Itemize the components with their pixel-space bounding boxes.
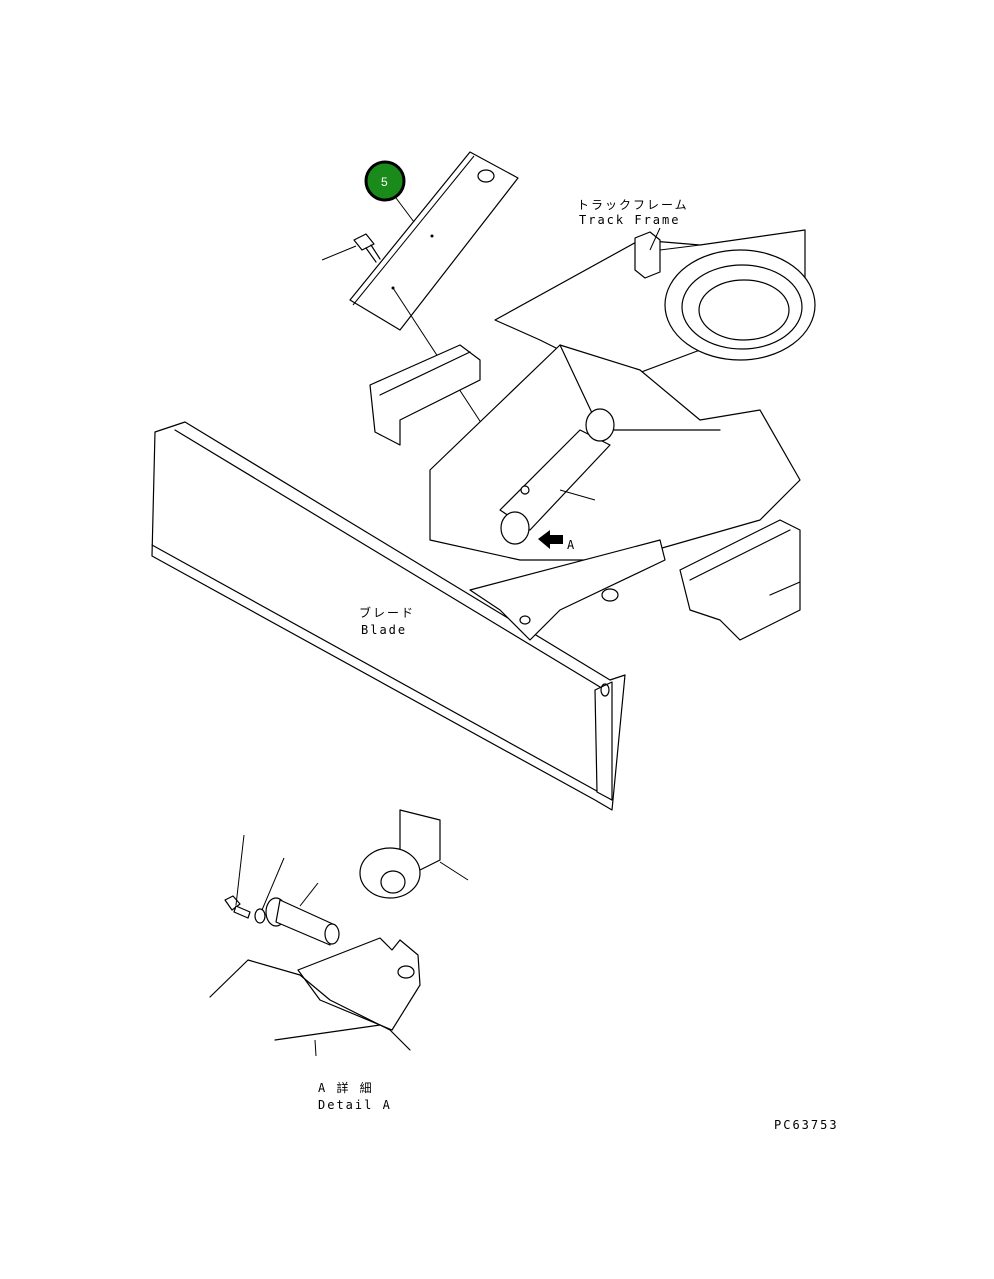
callout-number: 5 <box>381 175 388 189</box>
track-frame-label-en: Track Frame <box>579 213 680 227</box>
view-arrow <box>538 530 563 549</box>
callout-badge[interactable]: 5 <box>364 160 406 202</box>
detail-pin <box>265 882 340 946</box>
bolt-part <box>321 233 381 263</box>
detail-bracket <box>209 937 421 1057</box>
blade <box>151 421 666 811</box>
detail-bolt <box>224 834 251 919</box>
drawing-number: PC63753 <box>774 1118 839 1132</box>
detail-label-jp: A 詳 細 <box>318 1080 374 1095</box>
blade-label-en: Blade <box>361 623 407 637</box>
detail-label-en: Detail A <box>318 1098 392 1112</box>
detail-rod-end <box>359 809 469 899</box>
detail-a-drawing <box>209 809 469 1057</box>
detail-washer <box>254 857 285 924</box>
view-marker-label: A <box>567 538 576 552</box>
callout-leader <box>395 197 415 223</box>
track-frame-label-jp: トラックフレーム <box>577 198 689 212</box>
blade-label-jp: ブレード <box>359 605 415 620</box>
blade-cylinder <box>499 408 615 545</box>
